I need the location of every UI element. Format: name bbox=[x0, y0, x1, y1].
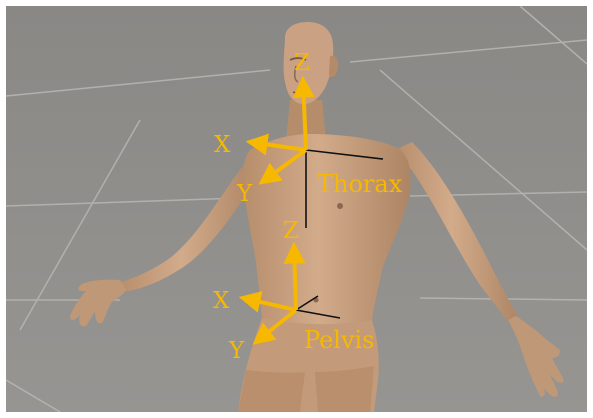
thorax-segment-label: Thorax bbox=[317, 170, 403, 198]
nipple bbox=[337, 203, 343, 209]
thorax-z-label: Z bbox=[294, 50, 310, 76]
pelvis-z-axis-arrow bbox=[294, 246, 296, 310]
thorax-y-label: Y bbox=[236, 181, 253, 207]
pelvis-segment-label: Pelvis bbox=[304, 326, 375, 354]
pelvis-z-label: Z bbox=[283, 218, 299, 244]
left-leg bbox=[238, 370, 305, 412]
right-leg bbox=[315, 366, 374, 412]
thorax-x-label: X bbox=[214, 132, 231, 158]
pelvis-y-label: Y bbox=[228, 338, 245, 364]
pelvis-x-label: X bbox=[213, 288, 230, 314]
